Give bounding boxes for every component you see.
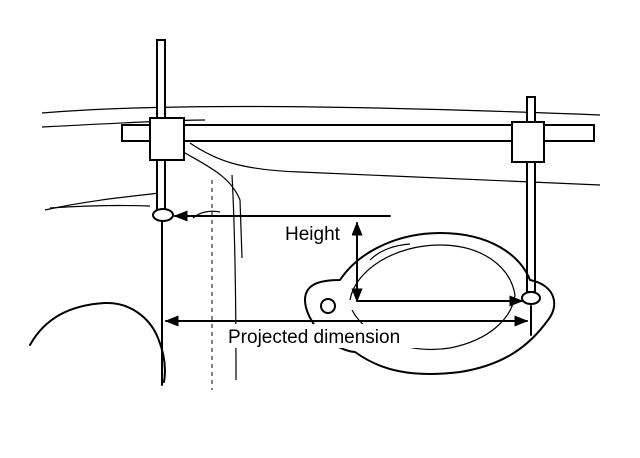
height-dimension — [173, 210, 524, 307]
right-pointer — [511, 96, 545, 336]
height-label: Height — [285, 224, 341, 245]
left-pointer — [149, 39, 185, 386]
trammel-bar — [121, 124, 595, 142]
projected-dimension-label: Projected dimension — [228, 327, 400, 348]
body-panel-lines — [29, 105, 601, 390]
exhaust-flange — [304, 232, 556, 375]
